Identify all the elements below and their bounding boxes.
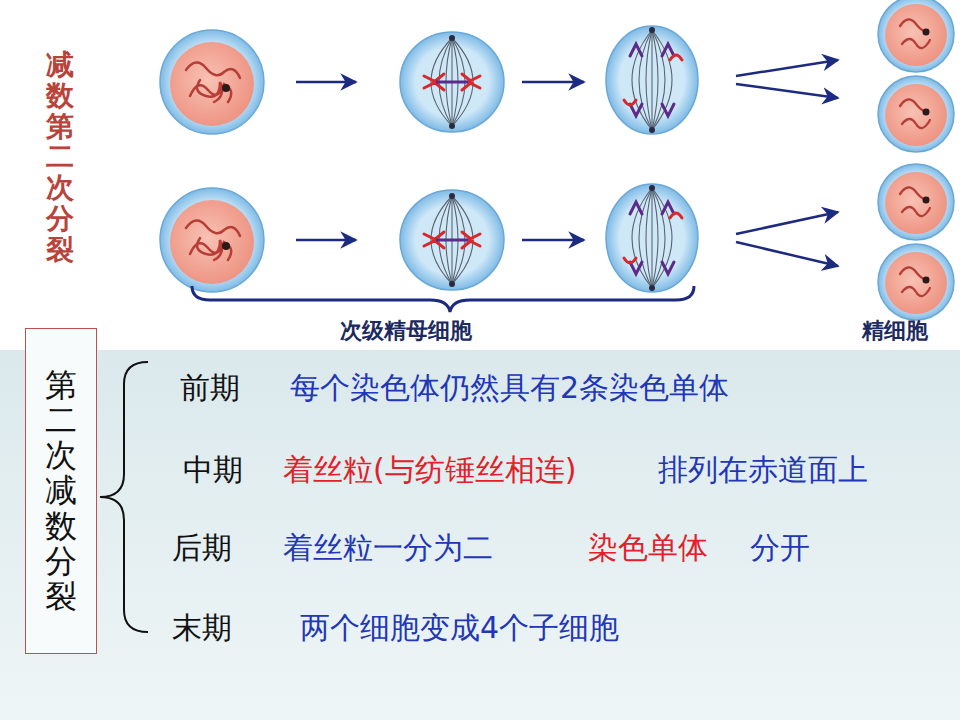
cell-row-2: [160, 184, 698, 292]
phase-description: 分开: [750, 530, 810, 566]
phase-name: 后期: [172, 530, 232, 566]
phase-description: 每个染色体仍然具有2条染色单体: [290, 370, 729, 406]
phase-description: 着丝粒(与纺锤丝相连): [283, 452, 576, 488]
vertical-title: 第二次减数分裂: [45, 368, 77, 614]
side-title: 减数第二次分裂: [46, 50, 74, 266]
phase-name: 末期: [172, 610, 232, 646]
title-box: 第二次减数分裂: [25, 328, 97, 654]
cell-row-1: [160, 26, 698, 134]
sperm-cells: [878, 0, 954, 320]
phase-description: 染色单体: [588, 530, 708, 566]
phase-name: 中期: [183, 452, 243, 488]
phase-description: 着丝粒一分为二: [283, 530, 493, 566]
phase-description: 排列在赤道面上: [658, 452, 868, 488]
top-ground: [0, 0, 960, 350]
phase-description: 两个细胞变成4个子细胞: [300, 610, 619, 646]
panel-ground: [0, 350, 960, 720]
group-label: 精细胞: [862, 318, 928, 344]
curly-brace: [100, 362, 148, 632]
split-arrows: [736, 60, 838, 266]
group-label: 次级精母细胞: [340, 318, 472, 344]
group-bracket: [192, 286, 694, 312]
phase-name: 前期: [180, 370, 240, 406]
